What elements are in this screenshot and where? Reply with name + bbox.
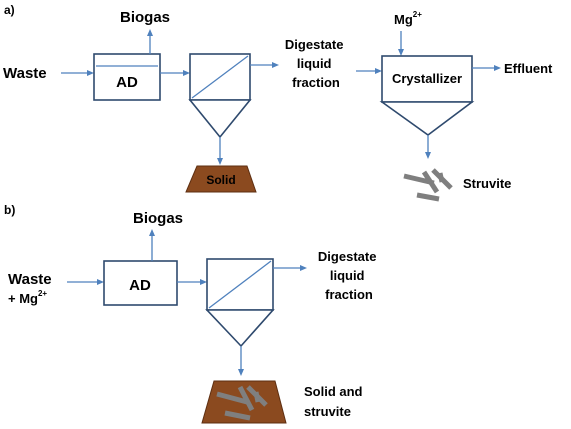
solid-struvite-label: Solid and struvite (304, 384, 366, 419)
biogas-arrow-head (147, 29, 153, 36)
waste-mg-label: Waste (8, 271, 52, 288)
ad-unit (93, 53, 161, 101)
ad-to-separator-b-arrow-head (200, 279, 207, 285)
crystallizer-unit (379, 55, 475, 136)
liquid-to-crystallizer-arrow-head (375, 68, 382, 74)
separator-to-liquid-b-arrow-head (300, 265, 307, 271)
ad-to-separator-arrow-head (183, 70, 190, 76)
separator-to-liquid-arrow-head (272, 62, 279, 68)
solid-pile (185, 165, 257, 193)
mg-arrow-head (398, 49, 404, 56)
solid-b-arrow-head (238, 369, 244, 376)
struvite-crystals (403, 168, 453, 202)
solid-label: Solid (206, 173, 235, 187)
digestate-liquid-label: Digestate liquid fraction (285, 37, 347, 90)
effluent-label: Effluent (504, 61, 553, 76)
crystallizer-label: Crystallizer (392, 71, 462, 86)
biogas-b-label: Biogas (133, 210, 183, 227)
separator-unit-b (205, 258, 275, 348)
waste-label: Waste (3, 65, 47, 82)
mg-label: Mg2+ (394, 10, 422, 27)
digestate-liquid-b-label: Digestate liquid fraction (318, 249, 380, 302)
panel-a-label: a) (4, 3, 15, 17)
panel-b: b) Waste + Mg2+ AD Biogas Digestate liqu… (4, 203, 380, 424)
struvite-label: Struvite (463, 176, 511, 191)
waste-mg-label-line2: + Mg2+ (8, 289, 47, 306)
solid-arrow-head (217, 158, 223, 165)
solid-struvite-crystals (216, 385, 268, 421)
struvite-arrow-head (425, 152, 431, 159)
ad-label: AD (116, 74, 138, 91)
biogas-label: Biogas (120, 9, 170, 26)
panel-b-label: b) (4, 203, 15, 217)
panel-a: a) Waste AD Biogas Digestate liquid frac… (3, 3, 553, 202)
waste-arrow-head (87, 70, 94, 76)
effluent-arrow-head (494, 65, 501, 71)
ad-label-b: AD (129, 277, 151, 294)
ad-unit-b (103, 260, 178, 306)
biogas-b-arrow-head (149, 229, 155, 236)
separator-unit (188, 53, 252, 139)
waste-b-arrow-head (97, 279, 104, 285)
